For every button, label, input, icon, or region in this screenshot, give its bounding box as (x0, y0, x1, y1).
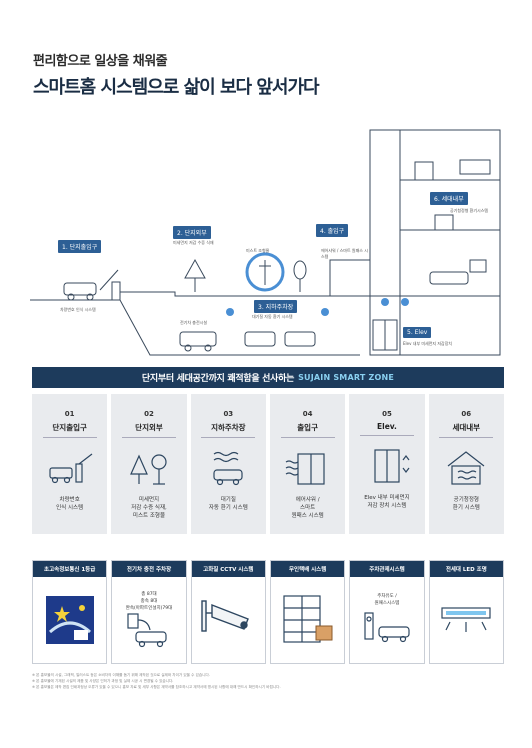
car-ventilation-icon (213, 451, 243, 486)
note-line: ※ 본 홍보물에 기재된 시설의 제품 및 사양은 인허가 과정 및 실제 시공… (32, 679, 174, 683)
elevator-icon (374, 449, 410, 483)
building-cross-section (30, 129, 501, 356)
smart-zone-banner: 단지부터 세대공간까지 쾌적함을 선사하는 SUJAIN SMART ZONE (32, 367, 504, 388)
callout-outside: 2. 단지외부 (173, 226, 211, 239)
callout-entrance: 4. 출입구 (316, 224, 349, 237)
smart-zone-illustration: 1. 단지출입구 2. 단지외부 3. 지하주차장 4. 출입구 5. Elev… (30, 120, 505, 360)
feature-title: 주차관제시스템 (350, 561, 424, 577)
feature-card: 주차관제시스템 주차유도 / 원패스시스템 (349, 560, 425, 664)
zone-card: 01 단지출입구 차량번호 인식 시스템 (32, 394, 108, 534)
callout-elev: 5. Elev (403, 327, 432, 338)
zone-card: 05 Elev. Elev 내부 미세먼지 저감 장치 시스템 (349, 394, 425, 534)
feature-card: 전세대 LED 조명 (428, 560, 504, 664)
caption-elev: Elev 내부 미세먼지 저감장치 (403, 341, 453, 346)
feature-title: 고화질 CCTV 시스템 (191, 561, 265, 577)
zone-desc: Elev 내부 미세먼지 저감 장치 시스템 (364, 495, 410, 509)
zone-desc: 차량번호 인식 시스템 (56, 497, 84, 511)
zone-card: 04 출입구 에어샤워 / 스마트 원패스 시스템 (269, 394, 346, 534)
feature-card: 초고속정보통신 1등급 (32, 560, 108, 664)
caption-outside: 미세먼지 저감 수증 식재 (173, 240, 214, 245)
home-ventilation-icon (447, 451, 485, 485)
feature-card: 전기차 충전 주차장 총 87대 충속 8대 완속(아파트인설치)79대 (111, 560, 187, 664)
tree-camera-icon (130, 454, 167, 485)
note-line: ※ 본 홍보물의 시설, 그래픽, 일러스트 등은 소비자의 이해를 돕기 위해… (32, 673, 210, 677)
zone-desc: 미세먼지 저감 수증 식재, 미스트 조형물 (131, 497, 167, 519)
feature-title: 전기차 충전 주차장 (112, 561, 186, 577)
led-light-icon (441, 607, 491, 632)
feature-title: 초고속정보통신 1등급 (33, 561, 107, 577)
zone-name: 단지출입구 (42, 422, 97, 438)
certificate-icon (45, 596, 94, 644)
zone-name: 단지외부 (121, 422, 176, 438)
car-gate-icon (49, 453, 93, 484)
zone-desc: 에어샤워 / 스마트 원패스 시스템 (291, 497, 324, 519)
parcel-locker-icon (283, 595, 333, 643)
caption-parking: 대기질 자동 환기 시스템 (252, 314, 293, 319)
note-line: ※ 본 홍보물은 제작 편집 인쇄과정상 오류가 있을 수 있으니 홍보 자료 … (32, 685, 281, 689)
zone-number: 02 (144, 410, 154, 418)
feature-title: 전세대 LED 조명 (429, 561, 503, 577)
zone-desc: 대기질 자동 환기 시스템 (208, 497, 248, 511)
cctv-icon (201, 600, 250, 632)
banner-text: 단지부터 세대공간까지 쾌적함을 선사하는 (141, 374, 295, 384)
feature-card: 고화질 CCTV 시스템 (190, 560, 266, 664)
feature-title: 무인택배 시스템 (270, 561, 345, 577)
zone-name: 세대내부 (439, 422, 494, 438)
caption-gate: 차량번호 인식 시스템 (60, 307, 96, 312)
feature-body: 주차유도 / 원패스시스템 (374, 594, 400, 606)
zone-name: 지하주차장 (201, 422, 256, 438)
zone-card: 06 세대내부 공기청정형 환기 시스템 (428, 394, 504, 534)
caption-mist: 미스트 조형물 (246, 248, 270, 253)
feature-body: 총 87대 충속 8대 완속(아파트인설치)79대 (125, 591, 173, 611)
zone-number: 04 (302, 410, 313, 418)
zone-card: 02 단지외부 미세먼지 저감 수증 식재, 미스트 조형물 (111, 394, 187, 534)
caption-entrance: 에어샤워 / 스마트 원패스 시스템 (321, 248, 368, 259)
zone-list: 01 단지출입구 차량번호 인식 시스템 02 단지외부 미세먼지 저감 수증 … (32, 394, 504, 534)
feature-card: 무인택배 시스템 (269, 560, 346, 664)
disclaimer-notes: ※ 본 홍보물의 시설, 그래픽, 일러스트 등은 소비자의 이해를 돕기 위해… (32, 672, 504, 690)
callout-unit: 6. 세대내부 (430, 192, 468, 205)
callout-gate: 1. 단지출입구 (58, 240, 102, 253)
hero-subtitle: 편리함으로 일상을 채워줄 (33, 54, 168, 69)
hero-title: 스마트홈 시스템으로 삶이 보다 앞서가다 (33, 77, 320, 98)
zone-number: 01 (64, 410, 75, 418)
door-air-icon (285, 453, 325, 485)
zone-desc: 공기청정형 환기 시스템 (452, 497, 480, 511)
zone-number: 05 (382, 410, 392, 418)
feature-list: 초고속정보통신 1등급 전기차 충전 주차장 총 87대 충속 8대 완속(아파… (32, 560, 504, 664)
caption-charger: 전기차 충전시설 (180, 320, 208, 325)
zone-number: 03 (223, 410, 234, 418)
parking-control-icon (364, 612, 410, 643)
zone-name: Elev. (359, 422, 414, 436)
ev-charger-icon (127, 612, 167, 647)
caption-unit: 공기청정형 환기시스템 (450, 208, 489, 213)
zone-card: 03 지하주차장 대기질 자동 환기 시스템 (190, 394, 266, 534)
banner-accent: SUJAIN SMART ZONE (298, 373, 395, 382)
callout-parking: 3. 지하주차장 (254, 300, 298, 313)
zone-name: 출입구 (280, 422, 335, 438)
zone-number: 06 (461, 410, 472, 418)
